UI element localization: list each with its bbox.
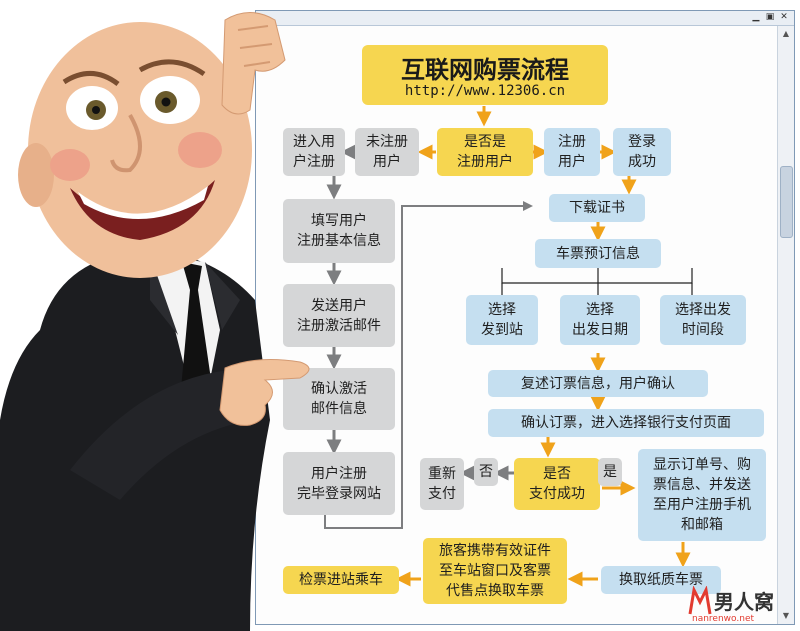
minimize-button[interactable]: ▁: [752, 12, 760, 22]
node-send-mail: 发送用户 注册激活邮件: [283, 284, 395, 347]
vertical-scrollbar[interactable]: ▲ ▼: [777, 26, 794, 624]
cartoon-man-illustration: [0, 12, 310, 631]
page-title: 互联网购票流程: [401, 56, 569, 84]
node-download-cert: 下载证书: [549, 194, 645, 222]
label-yes: 是: [598, 458, 622, 486]
node-exchange-ticket: 换取纸质车票: [601, 566, 721, 594]
site-url[interactable]: http://www.12306.cn: [404, 83, 566, 99]
node-repay: 重新 支付: [420, 458, 464, 510]
site-watermark: 男人窝 nanrenwo.net: [688, 584, 798, 628]
scroll-thumb[interactable]: [780, 166, 793, 238]
node-unregistered: 未注册 用户: [355, 128, 419, 176]
watermark-site: nanrenwo.net: [692, 614, 755, 624]
node-fill-info: 填写用户 注册基本信息: [283, 199, 395, 263]
title-box: 互联网购票流程 http://www.12306.cn: [362, 45, 608, 105]
node-register-done: 用户注册 完毕登录网站: [283, 452, 395, 515]
node-review-order: 复述订票信息，用户确认: [488, 370, 708, 397]
node-show-order: 显示订单号、购 票信息、并发送 至用户注册手机 和邮箱: [638, 449, 766, 541]
watermark-logo-icon: [688, 586, 712, 615]
node-pay-success: 是否 支付成功: [514, 458, 600, 510]
scroll-down-icon[interactable]: ▼: [782, 611, 790, 620]
restore-button[interactable]: ▣: [765, 12, 775, 22]
node-check-in: 检票进站乘车: [283, 566, 399, 594]
node-registered: 注册 用户: [544, 128, 600, 176]
close-button[interactable]: ✕: [780, 12, 788, 22]
node-is-registered: 是否是 注册用户: [437, 128, 533, 176]
node-enter-register: 进入用 户注册: [283, 128, 345, 176]
node-confirm-order: 确认订票，进入选择银行支付页面: [488, 409, 764, 437]
node-choose-station: 选择 发到站: [466, 295, 538, 345]
window-titlebar: ▁ ▣ ✕: [256, 11, 794, 26]
scroll-up-icon[interactable]: ▲: [782, 29, 790, 38]
node-passenger-id: 旅客携带有效证件 至车站窗口及客票 代售点换取车票: [423, 538, 567, 604]
watermark-name: 男人窝: [714, 590, 774, 614]
node-choose-time: 选择出发 时间段: [660, 295, 746, 345]
node-confirm-mail: 确认激活 邮件信息: [283, 368, 395, 430]
label-no: 否: [474, 458, 498, 486]
node-ticket-booking: 车票预订信息: [535, 239, 661, 268]
node-choose-date: 选择 出发日期: [560, 295, 640, 345]
node-login-success: 登录 成功: [613, 128, 671, 176]
